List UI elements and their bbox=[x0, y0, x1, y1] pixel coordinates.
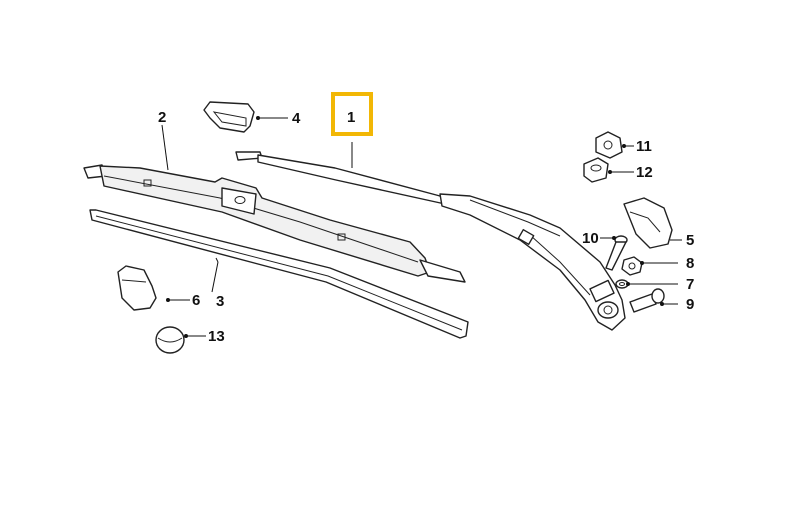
cap-nut[interactable] bbox=[595, 131, 623, 159]
callout-4[interactable]: 4 bbox=[292, 110, 301, 127]
small-screw[interactable] bbox=[605, 235, 628, 271]
callout-13[interactable]: 13 bbox=[208, 328, 225, 345]
callout-2[interactable]: 2 bbox=[158, 109, 166, 126]
callout-10[interactable]: 10 bbox=[582, 230, 599, 247]
callout-7[interactable]: 7 bbox=[686, 276, 694, 293]
bolt[interactable] bbox=[629, 288, 665, 313]
leader-dots bbox=[166, 116, 664, 338]
wiper-rubber[interactable] bbox=[89, 209, 469, 339]
grommet[interactable] bbox=[583, 157, 609, 183]
blade-clip[interactable] bbox=[203, 101, 255, 133]
callout-8[interactable]: 8 bbox=[686, 255, 694, 272]
callout-3[interactable]: 3 bbox=[216, 293, 224, 310]
callout-9[interactable]: 9 bbox=[686, 296, 694, 313]
round-cap[interactable] bbox=[155, 326, 185, 354]
wiper-blade-frame[interactable] bbox=[83, 164, 466, 283]
callout-11[interactable]: 11 bbox=[636, 138, 652, 155]
callout-6[interactable]: 6 bbox=[192, 292, 200, 309]
callout-5[interactable]: 5 bbox=[686, 232, 694, 249]
callout-1[interactable]: 1 bbox=[347, 109, 355, 126]
highlight-box bbox=[331, 92, 373, 136]
callout-labels: 1 2 3 4 5 6 7 8 9 10 11 12 13 bbox=[158, 109, 694, 345]
arm-cover-cap[interactable] bbox=[623, 197, 673, 249]
wiper-arm[interactable] bbox=[235, 151, 626, 331]
end-cap[interactable] bbox=[117, 265, 157, 311]
leader-lines bbox=[161, 117, 682, 337]
hex-nut[interactable] bbox=[621, 256, 643, 276]
callout-12[interactable]: 12 bbox=[636, 164, 653, 181]
